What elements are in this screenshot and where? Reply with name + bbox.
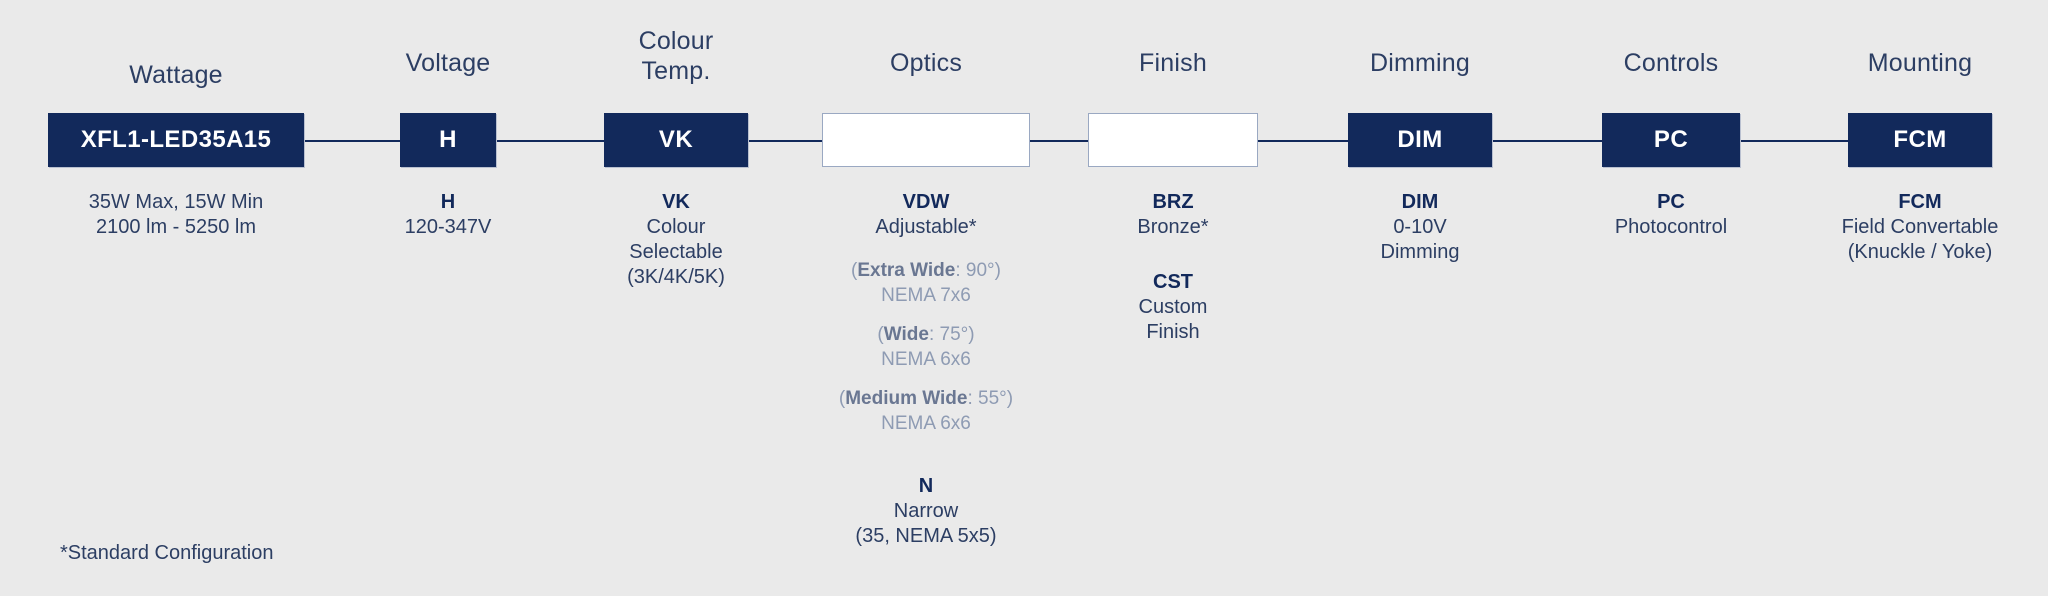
code-box-mounting[interactable]: FCM bbox=[1848, 113, 1992, 167]
detail-line: 120-347V bbox=[404, 216, 492, 238]
code-box-optics[interactable] bbox=[822, 113, 1030, 167]
code-box-voltage[interactable]: H bbox=[400, 113, 496, 167]
code-box-controls[interactable]: PC bbox=[1602, 113, 1740, 167]
column-header-controls: Controls bbox=[1623, 49, 1719, 77]
optics-nema: NEMA 6x6 bbox=[881, 413, 971, 434]
detail-code: VK bbox=[662, 191, 690, 213]
detail-line: Custom bbox=[1138, 296, 1208, 318]
column-header-line-2: Temp. bbox=[641, 57, 711, 85]
detail-line: Photocontrol bbox=[1614, 216, 1728, 238]
description-voltage: H 120-347V bbox=[348, 190, 548, 240]
detail-line: Dimming bbox=[1380, 241, 1460, 263]
optics-option: (Extra Wide: 90°) NEMA 7x6 bbox=[786, 258, 1066, 308]
optics-nema: NEMA 7x6 bbox=[881, 285, 971, 306]
code-box-wattage[interactable]: XFL1-LED35A15 bbox=[48, 113, 304, 167]
optics-option-label: (Extra Wide: 90°) bbox=[851, 260, 1001, 281]
footnote-standard-configuration: *Standard Configuration bbox=[60, 542, 274, 564]
detail-line: Selectable bbox=[629, 241, 723, 263]
optics-option: (Wide: 75°) NEMA 6x6 bbox=[786, 322, 1066, 372]
detail-group: FCM Field Convertable (Knuckle / Yoke) bbox=[1770, 190, 2048, 265]
column-header-dimming: Dimming bbox=[1369, 49, 1471, 77]
column-header-colour-temp: Colour Temp. bbox=[604, 26, 748, 86]
detail-line: (3K/4K/5K) bbox=[627, 266, 725, 288]
description-dimming: DIM 0-10V Dimming bbox=[1305, 190, 1535, 265]
optics-angle: : 75°) bbox=[928, 324, 975, 345]
detail-code: DIM bbox=[1401, 191, 1439, 213]
column-header-finish: Finish bbox=[1139, 49, 1207, 77]
detail-line: (35, NEMA 5x5) bbox=[855, 525, 997, 547]
detail-group: PC Photocontrol bbox=[1541, 190, 1801, 240]
detail-group: DIM 0-10V Dimming bbox=[1305, 190, 1535, 265]
detail-line: Finish bbox=[1146, 321, 1200, 343]
optics-nema: NEMA 6x6 bbox=[881, 349, 971, 370]
detail-line: Bronze* bbox=[1137, 216, 1209, 238]
column-header-voltage: Voltage bbox=[405, 49, 491, 77]
description-wattage: 35W Max, 15W Min 2100 lm - 5250 lm bbox=[48, 190, 304, 240]
detail-group: N Narrow (35, NEMA 5x5) bbox=[786, 474, 1066, 549]
detail-line: Narrow bbox=[893, 500, 959, 522]
description-controls: PC Photocontrol bbox=[1541, 190, 1801, 240]
connector-rail-4 bbox=[1030, 140, 1090, 142]
optics-option-label: (Medium Wide: 55°) bbox=[838, 388, 1014, 409]
detail-code: FCM bbox=[1898, 191, 1942, 213]
optics-option: (Medium Wide: 55°) NEMA 6x6 bbox=[786, 386, 1066, 436]
optics-label-text: Wide bbox=[883, 324, 929, 345]
connector-rail-7 bbox=[1738, 140, 1850, 142]
detail-line: 0-10V bbox=[1393, 216, 1447, 238]
column-header-optics: Optics bbox=[889, 49, 963, 77]
detail-group: VDW Adjustable* bbox=[786, 190, 1066, 240]
column-header-line-1: Colour bbox=[638, 27, 714, 55]
detail-line: 35W Max, 15W Min bbox=[88, 191, 264, 213]
detail-group: H 120-347V bbox=[348, 190, 548, 240]
detail-line: Colour bbox=[646, 216, 706, 238]
detail-group: 35W Max, 15W Min 2100 lm - 5250 lm bbox=[48, 190, 304, 240]
connector-rail-6 bbox=[1490, 140, 1604, 142]
detail-code: BRZ bbox=[1152, 191, 1194, 213]
column-header-mounting: Mounting bbox=[1867, 49, 1973, 77]
detail-line: (Knuckle / Yoke) bbox=[1847, 241, 1993, 263]
detail-group: BRZ Bronze* bbox=[1053, 190, 1293, 240]
connector-rail-3 bbox=[746, 140, 824, 142]
column-header-wattage: Wattage bbox=[129, 61, 223, 89]
optics-label-text: Medium Wide bbox=[845, 388, 968, 409]
optics-option-label: (Wide: 75°) bbox=[877, 324, 975, 345]
description-mounting: FCM Field Convertable (Knuckle / Yoke) bbox=[1770, 190, 2048, 265]
optics-label-text: Extra Wide bbox=[857, 260, 956, 281]
description-optics: VDW Adjustable* (Extra Wide: 90°) NEMA 7… bbox=[786, 190, 1066, 549]
detail-code: VDW bbox=[902, 191, 950, 213]
connector-rail-2 bbox=[494, 140, 606, 142]
description-colour-temp: VK Colour Selectable (3K/4K/5K) bbox=[566, 190, 786, 290]
description-finish: BRZ Bronze* CST Custom Finish bbox=[1053, 190, 1293, 345]
detail-line: Field Convertable bbox=[1841, 216, 1999, 238]
detail-code: N bbox=[918, 475, 934, 497]
connector-rail-5 bbox=[1258, 140, 1350, 142]
code-box-finish[interactable] bbox=[1088, 113, 1258, 167]
optics-angle: : 90°) bbox=[955, 260, 1001, 281]
optics-angle: : 55°) bbox=[967, 388, 1014, 409]
code-box-colour-temp[interactable]: VK bbox=[604, 113, 748, 167]
detail-group: VK Colour Selectable (3K/4K/5K) bbox=[566, 190, 786, 290]
detail-line: Adjustable* bbox=[875, 216, 977, 238]
code-box-dimming[interactable]: DIM bbox=[1348, 113, 1492, 167]
detail-code: PC bbox=[1657, 191, 1685, 213]
detail-code: CST bbox=[1153, 271, 1193, 293]
detail-code: H bbox=[440, 191, 456, 213]
connector-rail-1 bbox=[302, 140, 402, 142]
detail-group: CST Custom Finish bbox=[1053, 270, 1293, 345]
detail-line: 2100 lm - 5250 lm bbox=[95, 216, 257, 238]
